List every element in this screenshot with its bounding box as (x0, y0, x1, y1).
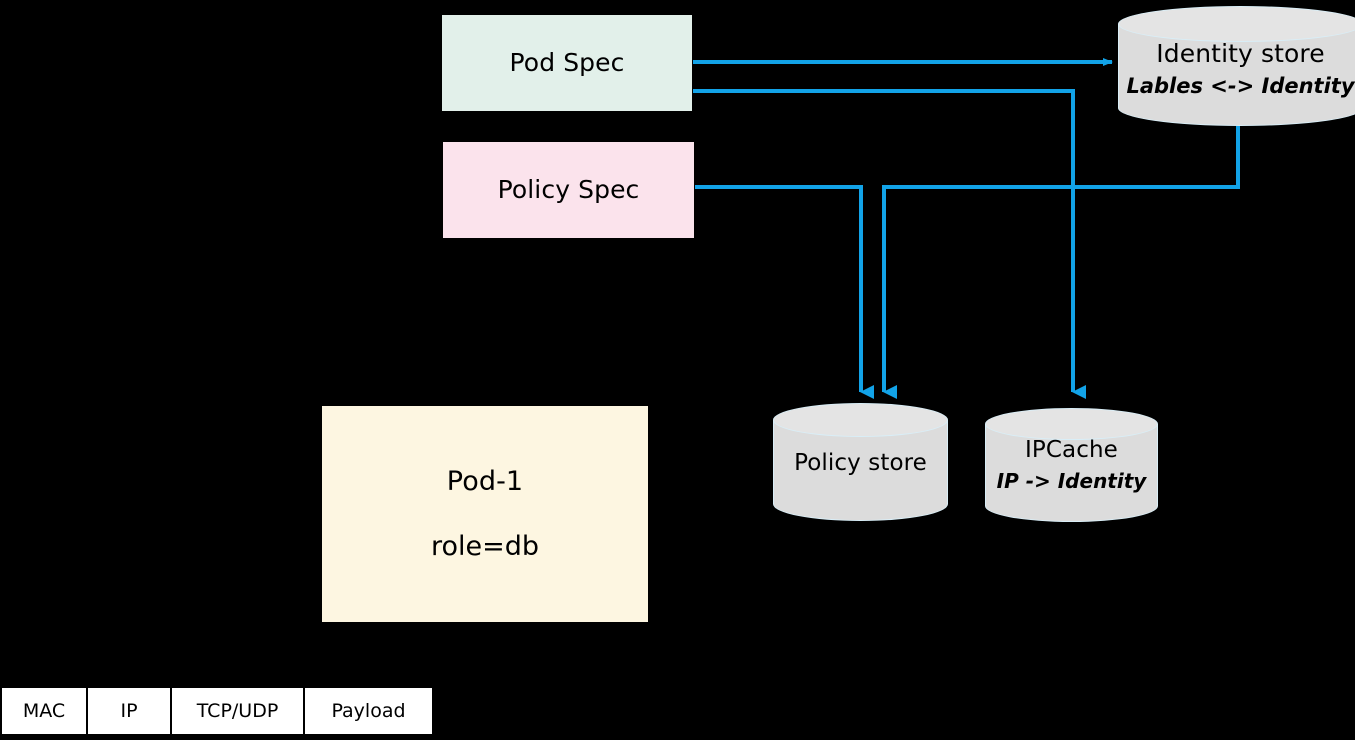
policy-store-text: Policy store (773, 427, 948, 499)
node-identity-store-label: Identity store (1156, 38, 1325, 68)
ipcache-text: IPCache IP -> Identity (985, 428, 1158, 502)
node-identity-store-sublabel: Lables <-> Identity (1126, 74, 1355, 99)
wire-podspec-to-policystore (693, 89, 1086, 399)
ipcache-cylinder-top (985, 408, 1158, 440)
node-pod-1[interactable]: Pod-1 role=db (322, 406, 648, 622)
packet-cell-mac[interactable]: MAC (2, 688, 86, 734)
node-ipcache-label: IPCache (1025, 437, 1118, 464)
node-pod-1-label: Pod-1 (446, 465, 524, 497)
packet-cell-payload[interactable]: Payload (305, 688, 432, 734)
wire-identitystore-to-policystore (882, 126, 1240, 399)
node-ipcache-sublabel: IP -> Identity (996, 468, 1147, 493)
wire-policyspec-to-policystore (695, 185, 874, 399)
node-policy-store[interactable]: Policy store (773, 403, 948, 521)
packet-cell-tcp-udp[interactable]: TCP/UDP (172, 688, 303, 734)
node-pod-spec[interactable]: Pod Spec (442, 15, 692, 111)
node-pod-spec-label: Pod Spec (509, 47, 625, 77)
node-ipcache[interactable]: IPCache IP -> Identity (985, 408, 1158, 522)
identity-store-text: Identity store Lables <-> Identity (1118, 32, 1355, 106)
policy-store-cylinder-top (773, 403, 948, 437)
packet-header-strip: MAC IP TCP/UDP Payload (2, 688, 432, 734)
packet-cell-ip[interactable]: IP (88, 688, 170, 734)
node-policy-store-label: Policy store (794, 449, 927, 476)
node-policy-spec-label: Policy Spec (497, 174, 640, 204)
node-pod-1-sublabel: role=db (430, 531, 540, 562)
identity-store-cylinder-top (1118, 6, 1355, 42)
node-policy-spec[interactable]: Policy Spec (443, 142, 694, 238)
node-identity-store[interactable]: Identity store Lables <-> Identity (1118, 6, 1355, 126)
